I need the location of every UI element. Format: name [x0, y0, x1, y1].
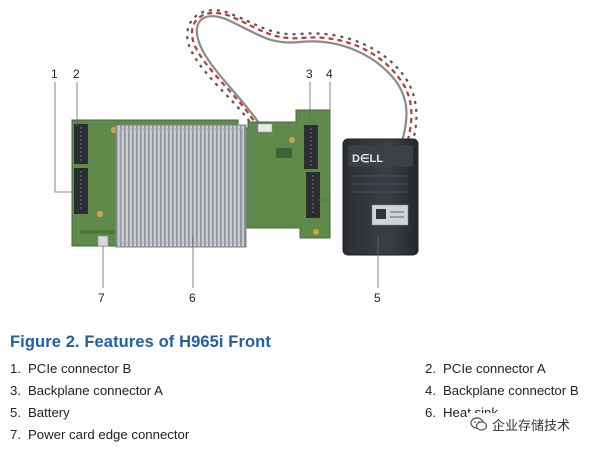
legend-item-1: 1.PCIe connector B — [10, 361, 132, 376]
callout-4: 4 — [326, 67, 333, 81]
figure-caption: Figure 2. Features of H965i Front — [10, 333, 271, 351]
wechat-icon — [470, 417, 488, 431]
battery-cable — [186, 9, 418, 145]
battery-label-pattern — [352, 175, 408, 193]
legend-item-2: 2.PCIe connector A — [425, 361, 546, 376]
callout-leaders — [54, 82, 379, 288]
watermark-text: 企业存储技术 — [492, 418, 571, 434]
callout-1: 1 — [51, 67, 58, 81]
backplane-connector-a — [304, 125, 318, 169]
power-card-edge-connector — [97, 235, 109, 247]
pcie-connector-b — [74, 168, 88, 214]
callout-5: 5 — [374, 291, 381, 305]
pcie-connector-a — [74, 124, 88, 164]
backplane-connector-b — [306, 172, 320, 218]
legend-item-4: 4.Backplane connector B — [425, 383, 579, 398]
callout-3: 3 — [306, 67, 313, 81]
watermark: 企业存储技术 — [467, 413, 574, 435]
callout-7: 7 — [98, 291, 105, 305]
battery-dell-logo: D∈LL — [352, 153, 383, 165]
legend-item-7: 7.Power card edge connector — [10, 427, 190, 442]
heat-sink — [115, 124, 247, 248]
callout-2: 2 — [73, 67, 80, 81]
legend-item-3: 3.Backplane connector A — [10, 383, 163, 398]
battery: D∈LL — [342, 138, 419, 256]
legend-item-5: 5.Battery — [10, 405, 70, 420]
h965i-front-diagram: D∈LL 1 2 3 4 5 6 7 — [51, 9, 419, 305]
callout-6: 6 — [189, 291, 196, 305]
